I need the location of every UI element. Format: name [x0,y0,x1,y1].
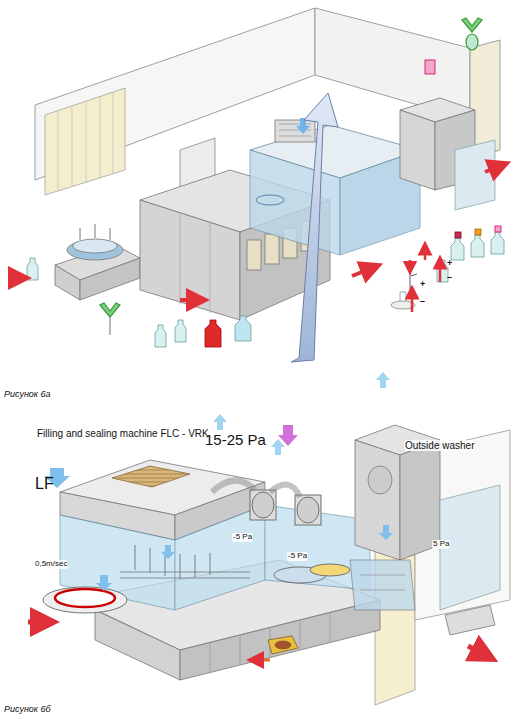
product-vials-top [27,226,504,347]
product-arrows-bottom [28,622,485,655]
text-label: LF [34,475,55,493]
filling-machine-small [250,118,420,255]
air-arrows [44,372,393,591]
transition-arrow [291,93,338,362]
text-label: + [419,280,426,290]
text-label: Outside washer [404,440,475,451]
text-label: -5 Pa [232,533,253,542]
vial-washer [55,224,140,300]
stopper-bag [255,636,298,660]
outside-washer-small [400,60,495,210]
control-cabinet [45,88,125,195]
text-label: 0,5m/sec [34,560,68,569]
process-parts [43,480,350,613]
text-label: Рисунок 6а [3,390,52,400]
funnel-symbols [100,18,482,335]
text-label: 5 Pa [432,540,450,549]
text-label: -5 Pa [287,552,308,561]
room-walls [35,8,500,262]
text-label: Рисунок 6б [3,705,52,715]
flow-arrows-top [8,166,500,312]
text-label: – [446,273,453,283]
text-label: + [446,259,453,269]
text-label: Filling and sealing machine FLC - VRK [36,428,210,439]
text-label: – [419,297,426,307]
text-label: 15-25 Pa [204,432,267,449]
outside-washer [350,425,500,635]
